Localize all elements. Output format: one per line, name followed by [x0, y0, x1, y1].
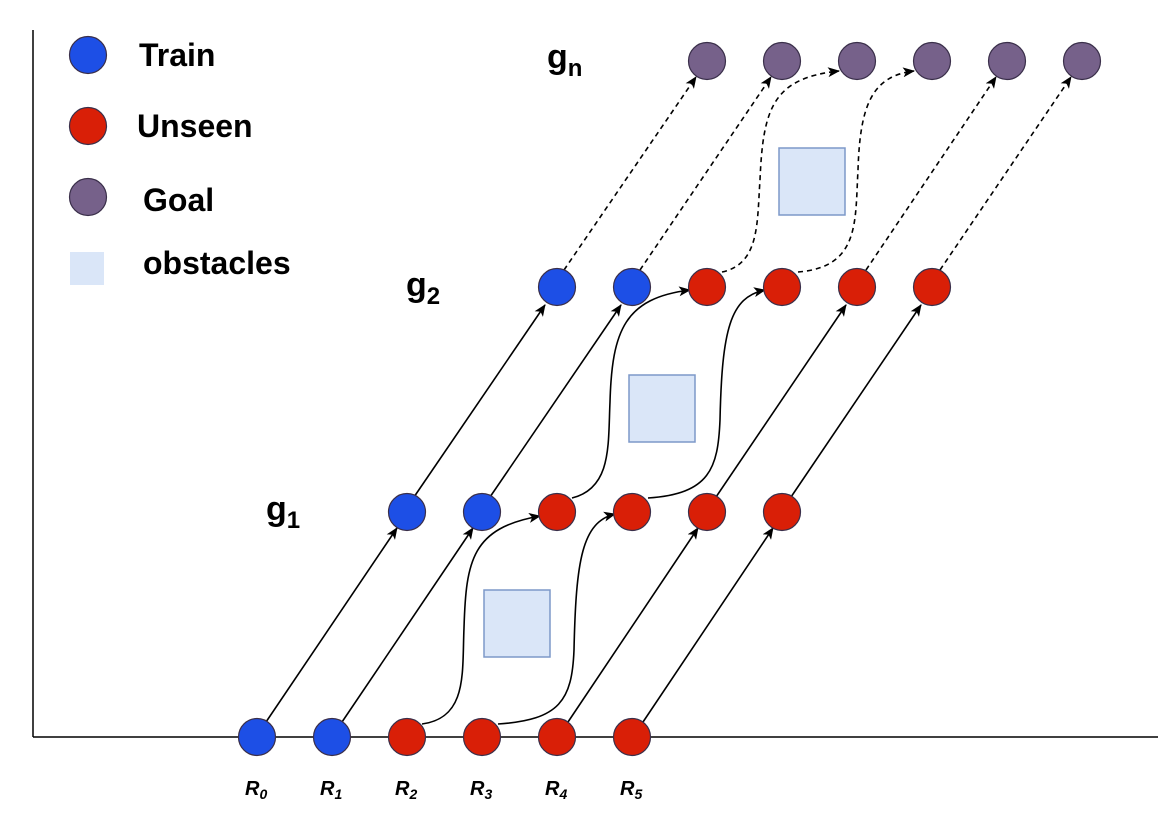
robot-node-r3: [462, 717, 502, 757]
robot-label-r3: R3: [470, 778, 492, 802]
gn-node-r5: [1062, 41, 1102, 81]
edge-r3-to-g1: [497, 511, 616, 725]
robot-node-r2: [387, 717, 427, 757]
edge-r0-g2-to-gn: [563, 76, 697, 271]
robot-label-r4: R4: [545, 778, 567, 802]
edge-r4-g2-to-gn: [865, 76, 997, 271]
robot-label-r2: R2: [395, 778, 417, 802]
g2-node-r3: [762, 267, 802, 307]
robot-labels: R0 R1 R2 R3 R4 R5: [245, 778, 642, 802]
level-labels: g1 g2 gn: [266, 38, 582, 534]
legend-train-label: Train: [139, 37, 215, 73]
gn-node-r2: [837, 41, 877, 81]
g1-node-r5: [762, 492, 802, 532]
gn-node-r0: [687, 41, 727, 81]
edge-r0-g1-to-g2: [413, 304, 546, 498]
edge-r4-to-g1: [567, 527, 699, 723]
level-label-g2: g2: [406, 266, 440, 310]
robot-node-r1: [312, 717, 352, 757]
edge-r1-g2-to-gn: [639, 76, 772, 271]
edge-r1-g1-to-g2: [489, 304, 622, 498]
robot-label-r5: R5: [620, 778, 642, 802]
legend-goal-label: Goal: [143, 182, 214, 218]
robot-node-r5: [612, 717, 652, 757]
legend: Train Unseen Goal obstacles: [68, 35, 291, 285]
g2-node-r5: [912, 267, 952, 307]
legend-goal-marker: [68, 177, 108, 217]
edge-r2-to-g1: [421, 512, 541, 725]
legend-obstacle-marker: [70, 252, 104, 285]
g1-node-r1: [462, 492, 502, 532]
axes: [32, 30, 1158, 738]
edge-r3-g1-to-g2: [647, 287, 766, 499]
level-label-g1: g1: [266, 490, 300, 534]
robot-label-r1: R1: [320, 778, 342, 802]
edge-r5-g2-to-gn: [939, 76, 1072, 271]
legend-obstacles-label: obstacles: [143, 245, 291, 281]
edge-r3-g2-to-gn: [797, 67, 915, 273]
robot-node-r4: [537, 717, 577, 757]
obstacle-middle: [628, 374, 696, 443]
obstacles: [483, 147, 846, 658]
edge-r1-to-g1: [341, 527, 474, 723]
obstacle-lower: [483, 589, 551, 658]
gn-node-r4: [987, 41, 1027, 81]
obstacle-upper: [778, 147, 846, 216]
g1-node-r2: [537, 492, 577, 532]
edges: [265, 67, 1072, 725]
edge-r5-to-g1: [642, 527, 774, 723]
g2-node-r2: [687, 267, 727, 307]
level-label-gn: gn: [547, 38, 582, 82]
legend-unseen-marker: [68, 106, 108, 146]
robot-label-r0: R0: [245, 778, 267, 802]
edge-r2-g2-to-gn: [721, 67, 840, 273]
g2-node-r0: [537, 267, 577, 307]
g2-node-r4: [837, 267, 877, 307]
edge-r0-to-g1: [265, 527, 398, 723]
g1-node-r4: [687, 492, 727, 532]
g1-node-r0: [387, 492, 427, 532]
legend-train-marker: [68, 35, 108, 75]
edge-r5-g1-to-g2: [790, 304, 922, 498]
gn-node-r3: [912, 41, 952, 81]
legend-unseen-label: Unseen: [137, 108, 253, 144]
edge-r2-g1-to-g2: [571, 286, 691, 499]
gn-node-r1: [762, 41, 802, 81]
g1-node-r3: [612, 492, 652, 532]
nodes: [237, 41, 1102, 757]
robot-node-r0: [237, 717, 277, 757]
g2-node-r1: [612, 267, 652, 307]
edge-r4-g1-to-g2: [715, 304, 847, 498]
